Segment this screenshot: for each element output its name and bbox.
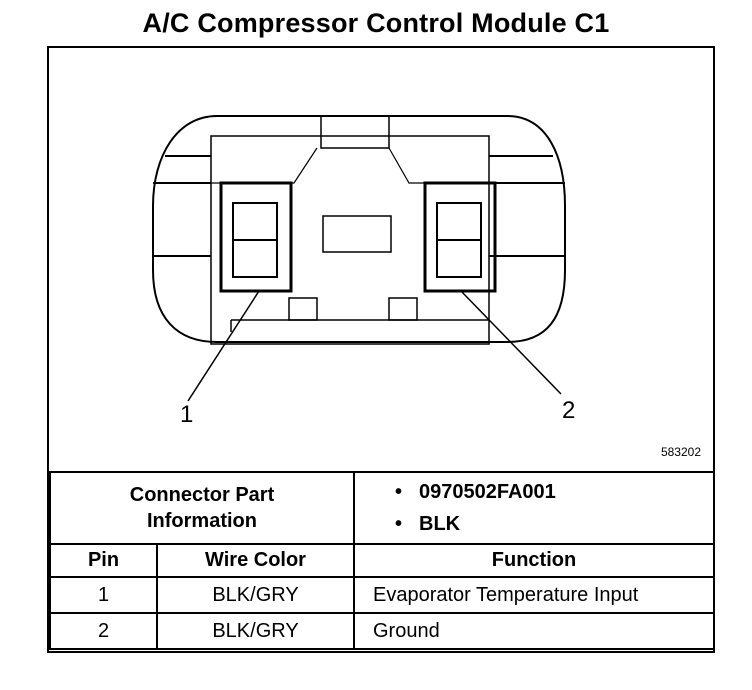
pin-1-leader-line [187,290,260,402]
connector-part-number: 0970502FA001 [395,476,713,508]
wire-color-cell: BLK/GRY [156,612,355,650]
bottom-key-left [288,297,318,321]
connector-info-label: Connector Part Information [49,471,355,545]
center-key [322,215,392,253]
connector-info-row: Connector Part Information 0970502FA001 … [49,471,715,545]
connector-info-label-line1: Connector Part [129,484,275,506]
connector-info-items: 0970502FA001 BLK [353,471,715,545]
bottom-key-right [388,297,418,321]
table-row: 2 BLK/GRY Ground [49,612,715,650]
header-function: Function [353,543,715,578]
connector-color: BLK [395,508,713,540]
connector-diagram: 1 2 [152,115,575,428]
function-cell: Evaporator Temperature Input [353,576,715,614]
pin-2-leader-line [460,290,562,395]
figure-id: 583202 [660,445,701,459]
function-cell: Ground [353,612,715,650]
pin-cell: 1 [49,576,158,614]
callout-1: 1 [180,401,193,428]
table-header-row: Pin Wire Color Function [49,543,715,578]
connector-info-label-line2: Information [147,510,257,532]
callout-2: 2 [562,397,575,424]
pin-1-cavity [219,181,293,293]
table-row: 1 BLK/GRY Evaporator Temperature Input [49,576,715,614]
top-ledge [211,147,489,184]
connector-frame: 1 2 583202 Connector Part Information 09… [47,46,715,653]
connector-inner-cavity [210,135,490,345]
pinout-table: Connector Part Information 0970502FA001 … [49,471,715,650]
pin-cell: 2 [49,612,158,650]
pin-2-terminal-top [436,202,482,241]
top-latch [320,116,390,149]
pin-2-terminal-bottom [436,239,482,278]
wire-color-cell: BLK/GRY [156,576,355,614]
connector-outer-shell [152,115,566,343]
pin-1-terminal-bottom [232,239,278,278]
pin-1-terminal-top [232,202,278,241]
page-title: A/C Compressor Control Module C1 [142,8,610,38]
header-wire-color: Wire Color [156,543,355,578]
pin-2-cavity [423,181,497,293]
header-pin: Pin [49,543,158,578]
